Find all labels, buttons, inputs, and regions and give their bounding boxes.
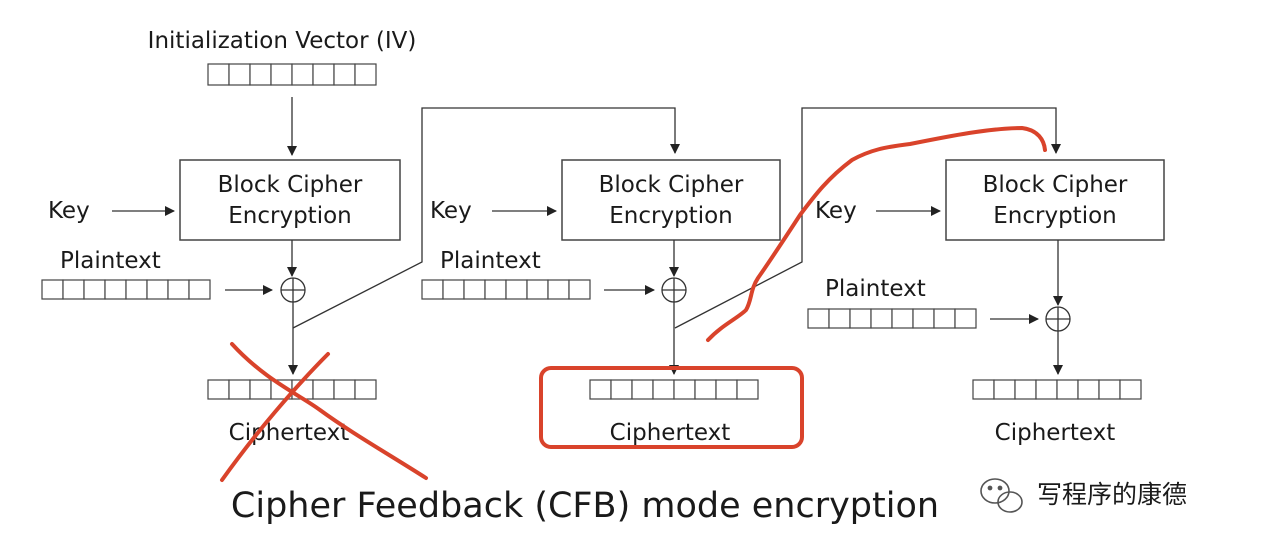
diagram-title: Cipher Feedback (CFB) mode encryption xyxy=(231,486,939,526)
ciphertext-register-3 xyxy=(972,379,1142,400)
plaintext-label-2: Plaintext xyxy=(440,248,541,274)
block-cipher-box-3 xyxy=(945,159,1165,241)
iv-register xyxy=(207,63,377,86)
ciphertext-label-2: Ciphertext xyxy=(610,420,731,446)
xor-icon-2 xyxy=(661,277,687,303)
plaintext-register-2 xyxy=(421,279,591,300)
plaintext-label-3: Plaintext xyxy=(825,276,926,302)
feedback-path-2 xyxy=(674,107,1061,329)
plaintext-register-3 xyxy=(807,308,977,329)
highlight-box-ciphertext-2 xyxy=(539,366,804,449)
red-annotations xyxy=(220,126,1047,482)
cross-out-stroke-2 xyxy=(220,352,330,482)
xor-icon-3 xyxy=(1045,306,1071,332)
ciphertext-register-2 xyxy=(589,379,759,400)
watermark-text: 写程序的康德 xyxy=(1037,480,1187,509)
block-cipher-line2-1: Encryption xyxy=(228,203,351,229)
block-cipher-line1-3: Block Cipher xyxy=(983,172,1128,198)
xor-icon-1 xyxy=(280,277,306,303)
feedback-annotation-arrow xyxy=(706,126,1047,342)
wechat-icon xyxy=(980,478,1023,513)
block-cipher-line1-2: Block Cipher xyxy=(599,172,744,198)
block-cipher-line1-1: Block Cipher xyxy=(218,172,363,198)
key-label-2: Key xyxy=(430,198,472,224)
key-label-3: Key xyxy=(815,198,857,224)
stage-3: Block Cipher Encryption Key Plaintext Ci… xyxy=(807,159,1165,446)
block-cipher-box-1 xyxy=(179,159,401,241)
iv-label: Initialization Vector (IV) xyxy=(148,28,417,54)
feedback-path-1 xyxy=(292,107,680,329)
key-label-1: Key xyxy=(48,198,90,224)
block-cipher-line2-2: Encryption xyxy=(609,203,732,229)
plaintext-label-1: Plaintext xyxy=(60,248,161,274)
cross-out-stroke-1 xyxy=(230,342,428,480)
ciphertext-label-3: Ciphertext xyxy=(995,420,1116,446)
plaintext-register-1 xyxy=(41,279,211,300)
stage-2: Block Cipher Encryption Key Plaintext Ci… xyxy=(421,159,781,446)
stage-1: Block Cipher Encryption Key Plaintext Ci… xyxy=(41,159,401,446)
ciphertext-register-1 xyxy=(207,379,377,400)
ciphertext-label-1: Ciphertext xyxy=(229,420,350,446)
block-cipher-line2-3: Encryption xyxy=(993,203,1116,229)
block-cipher-box-2 xyxy=(561,159,781,241)
